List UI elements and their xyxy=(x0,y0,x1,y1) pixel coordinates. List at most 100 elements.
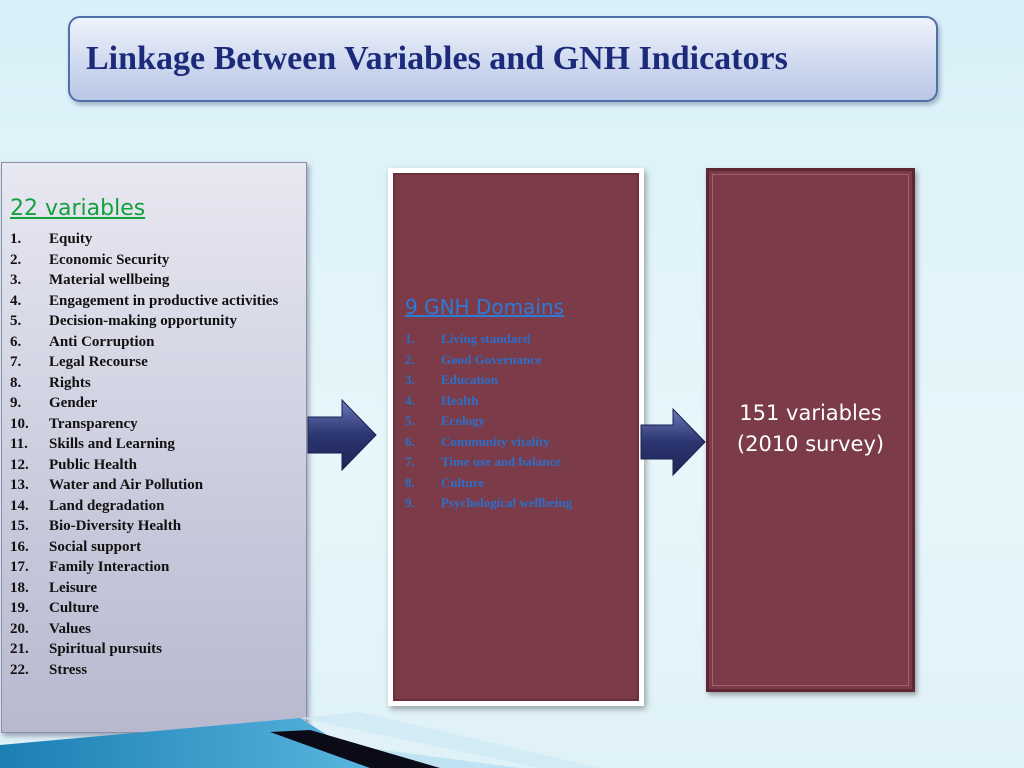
variable-item: 2. Economic Security xyxy=(10,250,300,271)
variable-item-number: 16. xyxy=(10,538,29,555)
variable-item-label: Economic Security xyxy=(49,251,170,268)
variable-item-label: Anti Corruption xyxy=(49,333,155,350)
domain-item-label: Education xyxy=(441,372,499,387)
domain-item-label: Health xyxy=(441,392,479,408)
title-banner: Linkage Between Variables and GNH Indica… xyxy=(68,16,938,102)
domains-heading: 9 GNH Domains xyxy=(405,295,564,319)
variable-item-number: 7. xyxy=(10,354,22,370)
variable-item: 13. Water and Air Pollution xyxy=(10,475,300,496)
variable-item-label: Public Health xyxy=(49,456,137,473)
domain-item-number: 8. xyxy=(405,474,415,490)
variable-item-number: 15. xyxy=(10,518,29,534)
domains-list: 1. Living standard 2. Good Governance 3. Educ… xyxy=(405,329,635,514)
variable-item: 18. Leisure xyxy=(10,578,300,599)
variable-item-number: 21. xyxy=(10,641,29,657)
variable-item-label: Water and Air Pollution xyxy=(49,477,204,493)
variable-item-number: 3. xyxy=(10,272,22,288)
domain-item: 7. Time use and balance xyxy=(405,452,635,473)
variable-item-label: Engagement in productive activities xyxy=(49,292,279,309)
variable-item: 21. Spiritual pursuits xyxy=(10,639,300,660)
variable-item: 15. Bio-Diversity Health xyxy=(10,516,300,537)
domain-item: 8. Culture xyxy=(405,473,635,494)
domain-item: 1. Living standard xyxy=(405,329,635,350)
variable-item: 14. Land degradation xyxy=(10,496,300,517)
variable-item-label: Social support xyxy=(49,538,142,555)
variables-heading: 22 variables xyxy=(10,196,146,221)
domain-item-label: Psychological wellbeing xyxy=(441,495,573,510)
domain-item-number: 3. xyxy=(405,372,415,387)
variable-item-label: Family Interaction xyxy=(49,559,170,575)
domain-item-label: Community vitality xyxy=(441,433,550,449)
variable-item-number: 13. xyxy=(10,477,29,493)
result-text: 151 variables (2010 survey) xyxy=(706,398,915,460)
variable-item-label: Leisure xyxy=(49,579,98,596)
variable-item-label: Gender xyxy=(49,395,98,411)
variable-item: 4. Engagement in productive activities xyxy=(10,291,300,312)
variable-item-label: Spiritual pursuits xyxy=(49,641,162,657)
variable-item-number: 18. xyxy=(10,579,29,596)
variable-item: 22. Stress xyxy=(10,660,300,681)
variable-item-label: Decision-making opportunity xyxy=(49,313,237,329)
variable-item-number: 8. xyxy=(10,374,22,391)
bottom-wave-decoration xyxy=(0,712,600,768)
domain-item-number: 1. xyxy=(405,331,415,346)
variable-item: 1.Equity xyxy=(10,229,300,250)
variable-item: 5. Decision-making opportunity xyxy=(10,311,300,332)
variable-item-number: 6. xyxy=(10,333,22,350)
variable-item-label: Equity xyxy=(49,231,93,247)
domain-item: 9.Psychological wellbeing xyxy=(405,493,635,514)
variable-item: 16. Social support xyxy=(10,537,300,558)
variable-item-number: 22. xyxy=(10,661,29,678)
result-line-2: (2010 survey) xyxy=(736,432,885,456)
variable-item-number: 4. xyxy=(10,292,22,309)
domain-item: 4. Health xyxy=(405,391,635,412)
variable-item: 7. Legal Recourse xyxy=(10,352,300,373)
variable-item-number: 12. xyxy=(10,456,29,473)
variable-item-number: 2. xyxy=(10,251,22,268)
domain-item: 6. Community vitality xyxy=(405,432,635,453)
domain-item-number: 5. xyxy=(405,413,415,428)
variable-item-label: Stress xyxy=(49,661,88,678)
variable-item-label: Legal Recourse xyxy=(49,354,148,370)
variable-item: 8.Rights xyxy=(10,373,300,394)
variable-item: 9. Gender xyxy=(10,393,300,414)
domain-item-label: Culture xyxy=(441,474,485,490)
domain-item: 3. Education xyxy=(405,370,635,391)
domain-item-label: Time use and balance xyxy=(441,454,562,469)
variable-item-number: 19. xyxy=(10,600,29,616)
slide-title: Linkage Between Variables and GNH Indica… xyxy=(86,40,788,77)
variable-item-number: 10. xyxy=(10,415,29,432)
domains-panel xyxy=(393,173,639,701)
variable-item: 12. Public Health xyxy=(10,455,300,476)
variable-item-number: 20. xyxy=(10,620,29,637)
domain-item: 2. Good Governance xyxy=(405,350,635,371)
right-arrow-icon xyxy=(640,407,706,477)
variable-item: 20.Values xyxy=(10,619,300,640)
result-panel xyxy=(706,168,915,692)
variable-item-label: Land degradation xyxy=(49,497,165,514)
variable-item: 6. Anti Corruption xyxy=(10,332,300,353)
variable-item-number: 5. xyxy=(10,313,22,329)
variable-item: 3. Material wellbeing xyxy=(10,270,300,291)
variable-item-label: Skills and Learning xyxy=(49,436,175,452)
result-line-1: 151 variables xyxy=(739,401,882,425)
result-panel-border xyxy=(712,174,909,686)
domain-item-number: 2. xyxy=(405,351,415,367)
variable-item-number: 17. xyxy=(10,559,29,575)
variable-item-label: Material wellbeing xyxy=(49,272,170,288)
variable-item-number: 14. xyxy=(10,497,29,514)
domain-item-number: 6. xyxy=(405,433,415,449)
variable-item: 11. Skills and Learning xyxy=(10,434,300,455)
variable-item: 10. Transparency xyxy=(10,414,300,435)
domain-item-label: Living standard xyxy=(441,331,531,346)
domain-item-label: Good Governance xyxy=(441,351,542,367)
variable-item-label: Transparency xyxy=(49,415,138,432)
variable-item-label: Bio-Diversity Health xyxy=(49,518,182,534)
variable-item-number: 11. xyxy=(10,436,28,452)
domain-item-number: 4. xyxy=(405,392,415,408)
variables-panel xyxy=(1,162,307,733)
domain-item: 5. Ecology xyxy=(405,411,635,432)
domain-item-label: Ecology xyxy=(441,413,486,428)
variable-item-number: 9. xyxy=(10,395,22,411)
domain-item-number: 7. xyxy=(405,454,415,469)
